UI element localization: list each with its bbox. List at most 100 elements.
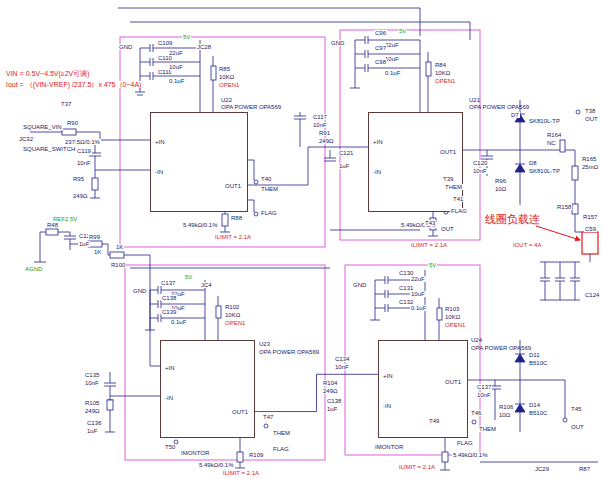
part-designator: U22: [221, 97, 232, 103]
component-label: FLAG: [450, 208, 468, 214]
component-label: C117: [312, 114, 328, 120]
component-label: R104: [322, 380, 338, 386]
component-label: 10nF: [76, 160, 92, 166]
part-designator: U24: [471, 337, 482, 343]
component-label: 5.49kΩ/0.1%: [452, 452, 489, 458]
component-label: C120: [472, 160, 488, 166]
component-label: C134: [334, 356, 350, 362]
component-label: OUT: [440, 226, 455, 232]
component-label: IMONTOR: [180, 450, 210, 456]
component-label: SK810L-TP: [528, 168, 561, 174]
component-label: 1uF: [326, 406, 338, 412]
component-label: C97: [374, 45, 387, 51]
component-label: R90: [66, 120, 79, 126]
callout-note: 线圈负载连: [484, 214, 541, 225]
component-label: T46: [470, 410, 482, 416]
component-label: 5V: [182, 34, 191, 40]
component-label: 22uF: [410, 276, 426, 282]
component-label: R158: [556, 204, 572, 210]
pin-label: OUT1: [440, 149, 456, 155]
component-label: OUT: [570, 424, 585, 430]
pin-label: +IN: [383, 373, 393, 379]
component-label: T41: [452, 196, 464, 202]
component-label: GND: [118, 44, 133, 50]
component-label: 0.1uF: [384, 70, 401, 76]
pin-label: +IN: [155, 139, 165, 145]
component-label: C121: [338, 150, 354, 156]
component-label: GND: [330, 40, 345, 46]
component-label: SQUARE_VIN: [22, 124, 63, 130]
component-label: 10nF: [84, 380, 100, 386]
component-label: 237.5Ω/0.1%: [64, 139, 101, 145]
component-label: AGND: [24, 266, 43, 272]
component-label: R99: [88, 234, 101, 240]
component-label: R165: [581, 156, 597, 162]
component-label: R96: [494, 178, 507, 184]
component-label: R105: [84, 400, 100, 406]
component-label: R157: [582, 214, 598, 220]
component-label: C119: [76, 148, 92, 154]
component-label: 25mΩ: [581, 164, 599, 170]
component-label: 0.1uF: [170, 319, 187, 325]
component-label: ILIMIT = 2.1A: [398, 464, 436, 470]
component-label: THEM: [444, 184, 463, 190]
component-label: 10Ω: [498, 412, 511, 418]
part-value: OPA POWER OPA569: [221, 104, 281, 110]
component-label: SK810L-TP: [528, 118, 561, 124]
component-label: 0.1uF: [410, 305, 427, 311]
component-label: 5V: [398, 28, 407, 34]
component-label: T37: [60, 101, 72, 107]
opamp-box: U23OPA POWER OPA569+IN-INOUT1: [160, 340, 255, 438]
component-label: 10nF: [334, 364, 350, 370]
component-label: R91: [318, 130, 331, 136]
component-label: C98: [374, 59, 387, 65]
signal-wire: [255, 374, 378, 411]
component-label: 10nF: [472, 168, 488, 174]
component-label: 10uF: [410, 291, 426, 297]
component-label: B510C: [528, 410, 548, 416]
component-label: JC29: [534, 466, 550, 472]
pin-label: OUT1: [225, 183, 241, 189]
component-label: B510C: [528, 360, 548, 366]
component-label: 10nF: [476, 392, 492, 398]
component-label: 1uF: [86, 428, 98, 434]
component-label: R109: [248, 452, 264, 458]
part-designator: U21: [469, 97, 480, 103]
component-label: 10Ω: [494, 186, 507, 192]
component-label: C135: [84, 372, 100, 378]
pin-label: -IN: [155, 169, 163, 175]
pin-label: OUT1: [445, 379, 461, 385]
component-label: T45: [570, 406, 582, 412]
component-label: THEM: [272, 430, 291, 436]
component-label: C138: [161, 295, 177, 301]
component-label: C110: [157, 55, 173, 61]
component-label: 10KΩ: [224, 312, 241, 318]
component-label: R48: [46, 222, 59, 228]
component-label: C137: [160, 280, 176, 286]
component-label: OPEN1: [444, 322, 466, 328]
component-label: IOUT = 4A: [512, 242, 542, 248]
pin-label: +IN: [165, 365, 175, 371]
component-label: D11: [528, 352, 541, 358]
component-label: 1uF: [78, 241, 90, 247]
component-label: IMONTOR: [374, 444, 404, 450]
component-label: D8: [528, 160, 538, 166]
component-label: JC4: [200, 282, 213, 288]
component-label: R95: [72, 176, 85, 182]
component-label: SQUARE_SWITCH: [22, 146, 76, 152]
part-value: OPA POWER OPA569: [469, 104, 529, 110]
component-label: R103: [444, 306, 460, 312]
component-label: T43: [424, 220, 436, 226]
part-designator: U23: [259, 341, 270, 347]
component-label: 1K: [93, 249, 102, 255]
component-label: VIN = 0.5V~4.5V(≥2V可调): [5, 70, 91, 77]
opamp-box: U22OPA POWER OPA569+IN-INOUT1: [150, 112, 248, 212]
component-label: FLAG: [272, 446, 290, 452]
component-label: D7: [510, 112, 520, 118]
component-label: FLAG: [456, 440, 474, 446]
component-label: T38: [584, 108, 596, 114]
component-label: 5.49kΩ/0.1%: [182, 222, 219, 228]
component-label: FLAG: [260, 210, 278, 216]
component-label: R88: [230, 215, 243, 221]
